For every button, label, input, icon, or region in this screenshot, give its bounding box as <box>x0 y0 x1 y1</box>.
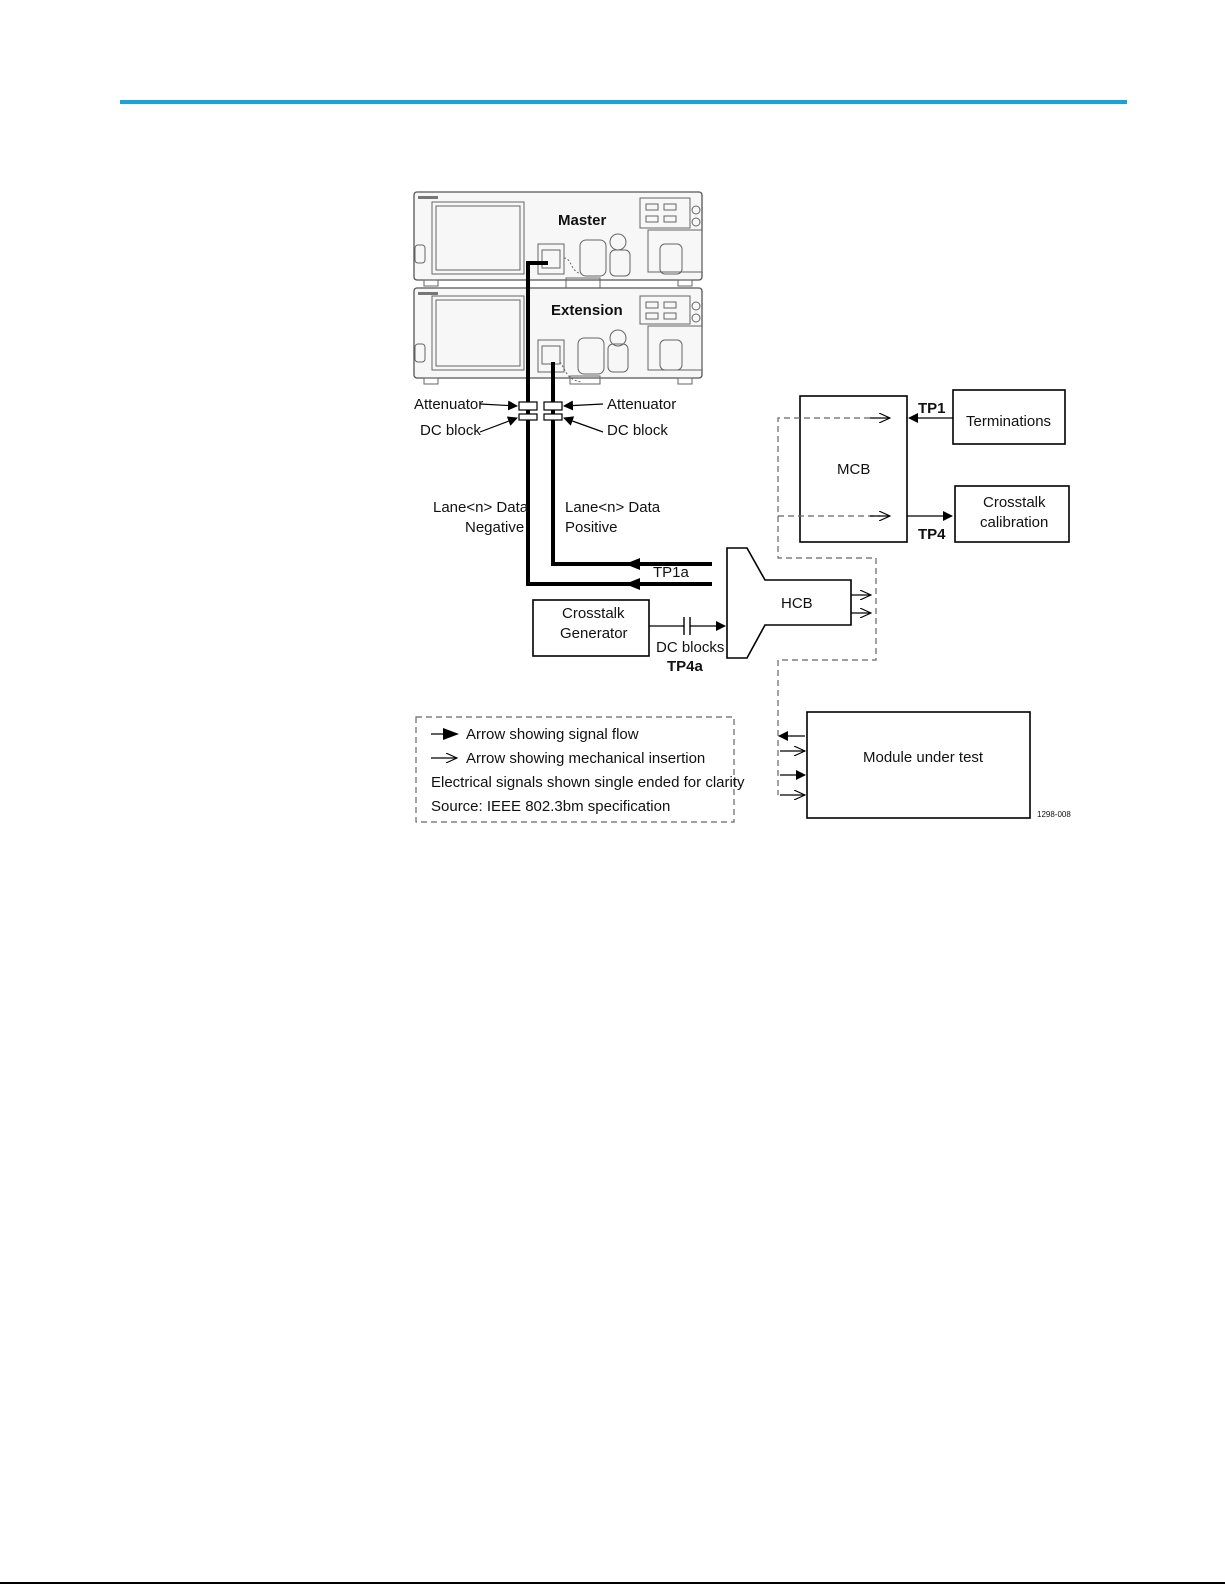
extension-instrument: Extension <box>413 287 703 385</box>
master-label: Master <box>558 212 607 229</box>
extension-label: Extension <box>551 302 623 319</box>
attenuator-left-label: Attenuator <box>414 396 483 413</box>
header-rule <box>120 100 1127 104</box>
lane-negative-label-2: Negative <box>465 519 524 536</box>
crosstalk-calibration-block <box>954 485 1070 543</box>
negative-arrow <box>625 578 640 590</box>
attenuator-left-element <box>518 401 538 411</box>
module-under-test-block <box>806 711 1031 819</box>
legend-note: Electrical signals shown single ended fo… <box>431 774 745 791</box>
hcb-label: HCB <box>781 595 813 612</box>
mcb-label: MCB <box>837 461 870 478</box>
crosstalk-generator-block <box>532 599 650 657</box>
hcb-block <box>726 547 852 659</box>
tp1-label: TP1 <box>918 400 946 417</box>
tp1a-label: TP1a <box>653 564 690 581</box>
footer-rule <box>0 1582 1225 1584</box>
figure-id: 1298-008 <box>1037 810 1071 819</box>
terminations-block <box>952 389 1066 445</box>
legend-mechanical-insertion: Arrow showing mechanical insertion <box>466 750 705 767</box>
dc-blocks-label: DC blocks <box>656 639 724 656</box>
dc-block-left-element <box>518 413 538 421</box>
lane-positive-label-2: Positive <box>565 519 618 536</box>
dc-block-right-label: DC block <box>607 422 668 439</box>
crosstalk-calibration-label-2: calibration <box>980 514 1048 531</box>
legend-box <box>415 716 735 823</box>
tp4a-label: TP4a <box>667 658 704 675</box>
crosstalk-calibration-label-1: Crosstalk <box>983 494 1046 511</box>
lane-negative-label-1: Lane<n> Data <box>433 499 529 516</box>
attenuator-right-label: Attenuator <box>607 396 676 413</box>
terminations-label: Terminations <box>966 413 1051 430</box>
legend-source: Source: IEEE 802.3bm specification <box>431 798 670 815</box>
crosstalk-generator-label-2: Generator <box>560 625 628 642</box>
lane-positive-label-1: Lane<n> Data <box>565 499 661 516</box>
module-under-test-label: Module under test <box>863 749 984 766</box>
dc-block-left-label: DC block <box>420 422 481 439</box>
lane-negative-cable <box>526 261 712 586</box>
tp4-label: TP4 <box>918 526 946 543</box>
crosstalk-generator-label-1: Crosstalk <box>562 605 625 622</box>
lane-positive-cable <box>551 362 712 566</box>
legend-signal-flow: Arrow showing signal flow <box>466 726 639 743</box>
master-instrument: Master <box>413 191 703 289</box>
positive-arrow <box>625 558 640 570</box>
attenuator-right-element <box>543 401 563 411</box>
dc-block-right-element <box>543 413 563 421</box>
